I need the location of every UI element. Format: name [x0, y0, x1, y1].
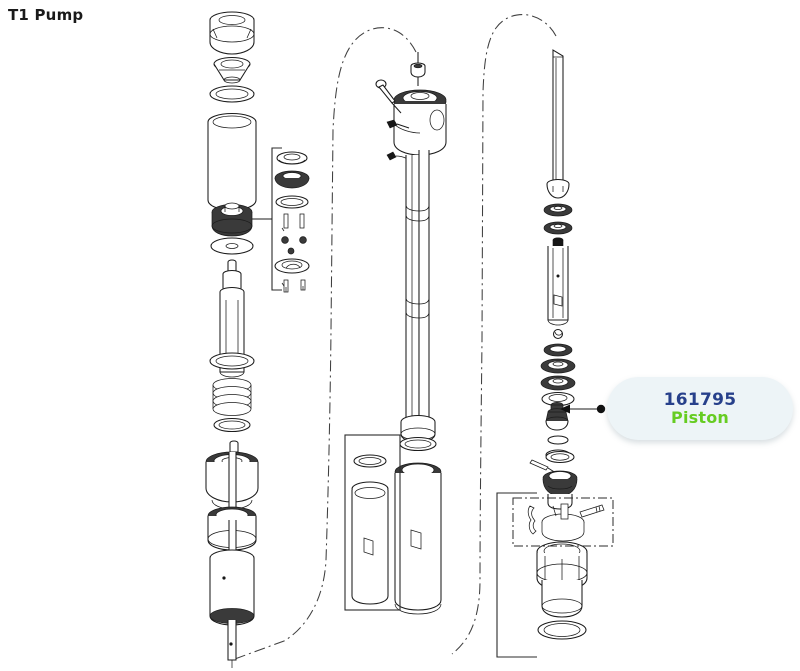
- part-cylinder-sleeve: [394, 462, 442, 615]
- part-piston-o-ring: [547, 435, 569, 445]
- part-backup-ring: [541, 391, 575, 407]
- part-valve-seat: [207, 506, 257, 561]
- alternate-cylinder-box: [344, 434, 401, 611]
- part-cap-o-ring: [545, 450, 575, 464]
- part-packing-nut: [211, 202, 253, 237]
- detail-part-ball-right: [299, 236, 307, 244]
- detail-part-pin-right: [299, 213, 305, 229]
- part-piston-rod: [219, 259, 245, 378]
- part-washer-upper: [543, 203, 573, 217]
- part-piston-highlighted[interactable]: [545, 402, 569, 431]
- callout-leader: [560, 404, 606, 414]
- right-boundary-line: [451, 14, 557, 655]
- detail-part-o-ring: [275, 195, 309, 209]
- part-valve-cap: [542, 470, 578, 510]
- page-title: T1 Pump: [8, 6, 84, 24]
- detail-part-ball-small: [287, 247, 295, 255]
- part-packing-v-ring-upper: [540, 358, 576, 374]
- part-center-o-ring: [399, 436, 437, 452]
- part-clamp-screw: [386, 119, 410, 129]
- detail-part-ball-left: [281, 236, 289, 244]
- part-o-ring-spring-bottom: [213, 417, 251, 433]
- detail-part-clamp-band: [541, 503, 585, 542]
- box-part-cylinder-sleeve: [351, 481, 389, 605]
- part-o-ring-top: [209, 85, 255, 103]
- part-outer-sleeve: [207, 112, 257, 211]
- outlet-assembly-bracket: [496, 492, 537, 658]
- part-packing-v-ring-lower: [540, 375, 576, 391]
- right-column-parts: [496, 49, 614, 658]
- packing-detail-bracket: [252, 147, 310, 293]
- part-coil-spring: [212, 378, 252, 416]
- center-column-parts: [344, 52, 447, 615]
- part-cap: [209, 11, 255, 55]
- part-intake-rod: [227, 620, 237, 668]
- callout-part-name: Piston: [671, 408, 729, 428]
- detail-part-clamp-bolt: [579, 504, 605, 518]
- arrow-left-icon: [560, 404, 570, 414]
- part-set-screw-upper: [375, 79, 402, 114]
- center-boundary-line: [231, 27, 417, 661]
- part-o-ring-spring-top: [209, 352, 255, 370]
- left-column-parts: [205, 11, 310, 668]
- part-outlet-housing: [536, 541, 588, 618]
- part-displacement-rod: [405, 150, 430, 425]
- part-lower-cylinder: [209, 549, 255, 626]
- callout-part-number: 161795: [663, 390, 737, 411]
- part-rod-seat: [546, 178, 570, 199]
- part-bottom-o-ring: [537, 620, 587, 640]
- detail-part-seat-plate: [274, 258, 310, 274]
- box-part-o-ring: [353, 454, 387, 468]
- part-coupling-collar: [400, 414, 436, 443]
- part-cone-seat: [213, 56, 251, 84]
- part-callout-pill[interactable]: 161795 Piston: [607, 377, 793, 440]
- part-washer-lower: [543, 221, 573, 235]
- part-pump-head-manifold: [393, 89, 447, 156]
- part-ball: [552, 328, 564, 340]
- part-piston-rod-long: [552, 49, 564, 183]
- part-cap-nut: [410, 62, 426, 78]
- part-seal-ring: [543, 343, 573, 357]
- detail-part-screw-right: [300, 279, 306, 291]
- detail-part-screw-left: [281, 279, 289, 293]
- detail-part-packing-set: [274, 170, 310, 189]
- clamp-detail-box: [512, 497, 614, 547]
- part-flat-washer: [210, 237, 254, 255]
- part-piston-tube: [547, 237, 569, 326]
- detail-part-pin-left: [281, 213, 289, 232]
- detail-part-clip: [527, 505, 537, 535]
- part-valve-housing: [205, 440, 259, 516]
- detail-part-gland-ring: [276, 151, 308, 165]
